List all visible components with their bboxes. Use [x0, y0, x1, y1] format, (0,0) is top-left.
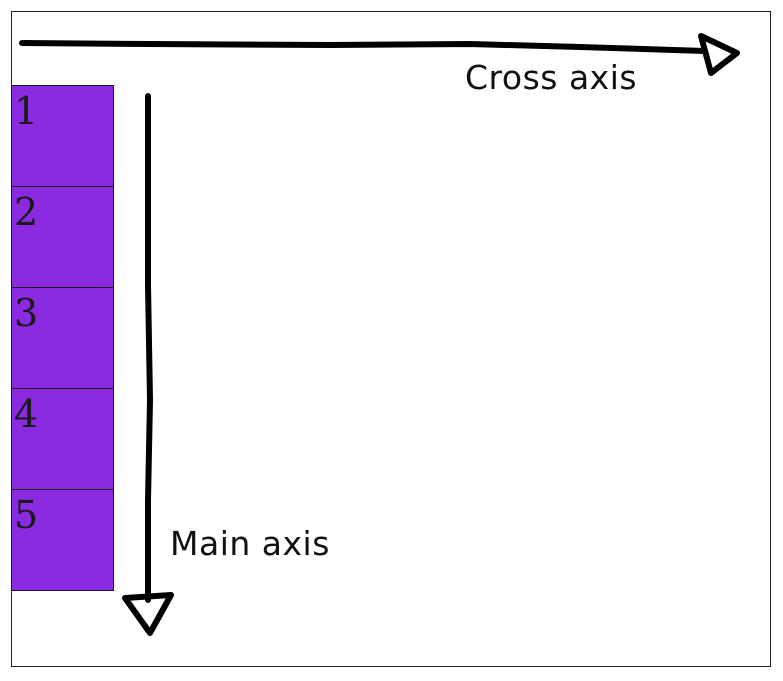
flex-item-5: 5 — [11, 489, 114, 591]
main-axis-arrow-line — [145, 93, 153, 603]
cross-axis-label: Cross axis — [465, 58, 638, 97]
cross-axis-arrowhead — [698, 33, 740, 76]
main-axis-arrowhead — [122, 592, 174, 636]
flex-item-4-label: 4 — [14, 392, 39, 436]
flex-item-2-label: 2 — [14, 190, 39, 234]
flex-container: 1 2 3 4 5 — [11, 85, 114, 591]
flex-item-3-label: 3 — [14, 291, 39, 335]
flex-item-5-label: 5 — [14, 493, 39, 537]
diagram-frame — [11, 11, 771, 667]
flex-item-1-label: 1 — [14, 89, 39, 133]
main-axis-label: Main axis — [170, 524, 330, 563]
cross-axis-arrow-line — [19, 40, 708, 54]
flex-item-1: 1 — [11, 85, 114, 187]
flex-item-2: 2 — [11, 186, 114, 288]
